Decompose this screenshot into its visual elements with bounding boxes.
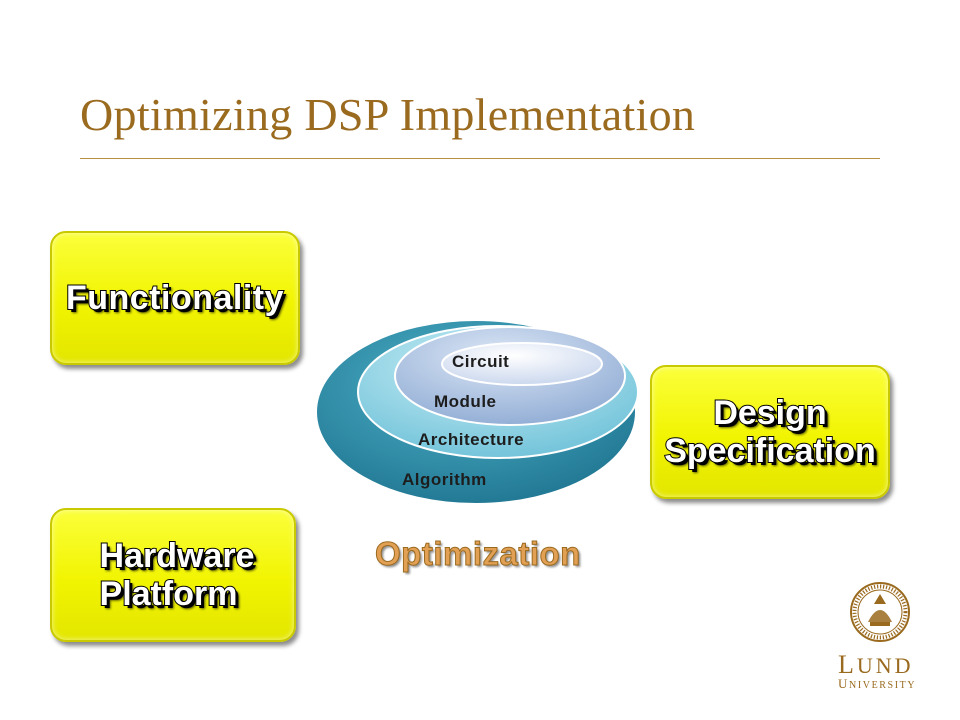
module-label: Module bbox=[434, 392, 497, 411]
design-specification-label: Design Specification bbox=[663, 393, 877, 471]
functionality-label: Functionality bbox=[65, 278, 285, 318]
slide-title: Optimizing DSP Implementation bbox=[80, 89, 696, 140]
lund-name: LUND bbox=[838, 650, 914, 680]
optimization-label: Optimization bbox=[375, 535, 581, 573]
layers-ellipses bbox=[315, 319, 639, 505]
functionality-box: Functionality bbox=[50, 231, 300, 365]
university-big-u: U bbox=[838, 676, 849, 691]
specification-line: Specification bbox=[663, 431, 877, 471]
algorithm-label: Algorithm bbox=[402, 470, 487, 489]
university-name: UNIVERSITY bbox=[838, 676, 916, 692]
circuit-ellipse bbox=[441, 342, 603, 386]
hardware-platform-box: Hardware Platform bbox=[50, 508, 296, 642]
hardware-platform-label: Hardware Platform bbox=[92, 536, 256, 614]
circuit-label: Circuit bbox=[452, 352, 510, 371]
architecture-label: Architecture bbox=[418, 430, 525, 449]
design-line: Design bbox=[712, 393, 827, 433]
lund-university-seal-icon bbox=[850, 582, 910, 642]
lund-big-l: L bbox=[838, 650, 857, 679]
title-divider bbox=[80, 158, 880, 159]
optimization-layers-diagram: Circuit Module Architecture Algorithm bbox=[300, 310, 650, 520]
platform-line: Platform bbox=[99, 574, 239, 614]
university-rest: NIVERSITY bbox=[849, 680, 917, 691]
hardware-line: Hardware bbox=[99, 536, 256, 576]
design-specification-box: Design Specification bbox=[650, 365, 890, 499]
lund-rest: UND bbox=[856, 653, 914, 678]
